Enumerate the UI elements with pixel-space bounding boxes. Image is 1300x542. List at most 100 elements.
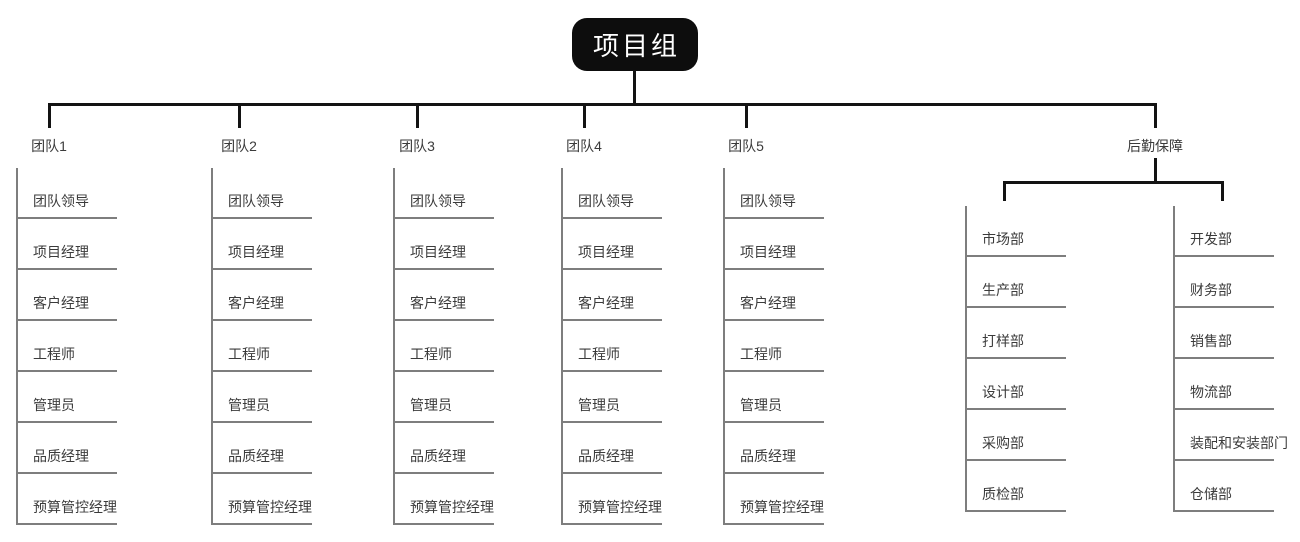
list-item[interactable]: 客户经理: [563, 270, 662, 321]
list-item[interactable]: 装配和安装部门: [1175, 410, 1288, 461]
list-item-label: 仓储部: [1190, 486, 1232, 502]
list-item-label: 品质经理: [228, 448, 284, 464]
list-item[interactable]: 开发部: [1175, 206, 1274, 257]
list-item[interactable]: 预算管控经理: [18, 474, 117, 525]
list-item[interactable]: 设计部: [967, 359, 1066, 410]
list-item-label: 管理员: [228, 397, 270, 413]
list-item-label: 项目经理: [740, 244, 796, 260]
connector-logistics-drop-right: [1221, 181, 1224, 201]
logistics-right-department-list: 开发部财务部销售部物流部装配和安装部门仓储部: [1173, 206, 1288, 512]
list-item[interactable]: 工程师: [725, 321, 824, 372]
team2-member-list: 团队领导项目经理客户经理工程师管理员品质经理预算管控经理: [211, 168, 312, 525]
list-item-label: 工程师: [578, 346, 620, 362]
list-item[interactable]: 品质经理: [213, 423, 312, 474]
list-item[interactable]: 财务部: [1175, 257, 1274, 308]
list-item[interactable]: 生产部: [967, 257, 1066, 308]
list-item-label: 工程师: [410, 346, 452, 362]
list-item[interactable]: 团队领导: [18, 168, 117, 219]
list-item[interactable]: 客户经理: [18, 270, 117, 321]
list-item[interactable]: 团队领导: [213, 168, 312, 219]
list-item-label: 团队领导: [33, 193, 89, 209]
list-item[interactable]: 管理员: [395, 372, 494, 423]
list-item[interactable]: 品质经理: [18, 423, 117, 474]
list-item-label: 质检部: [982, 486, 1024, 502]
list-item-label: 财务部: [1190, 282, 1232, 298]
list-item-label: 团队领导: [228, 193, 284, 209]
list-item[interactable]: 项目经理: [563, 219, 662, 270]
list-item-label: 品质经理: [33, 448, 89, 464]
team4-label[interactable]: 团队4: [566, 138, 602, 154]
list-item-label: 项目经理: [33, 244, 89, 260]
list-item[interactable]: 管理员: [725, 372, 824, 423]
team5-label[interactable]: 团队5: [728, 138, 764, 154]
list-item-label: 团队领导: [578, 193, 634, 209]
list-item-label: 采购部: [982, 435, 1024, 451]
list-item[interactable]: 预算管控经理: [563, 474, 662, 525]
list-item-label: 品质经理: [578, 448, 634, 464]
connector-root-stem: [633, 70, 636, 103]
list-item[interactable]: 团队领导: [563, 168, 662, 219]
list-item[interactable]: 品质经理: [563, 423, 662, 474]
root-node[interactable]: 项目组: [572, 18, 698, 71]
list-item[interactable]: 工程师: [18, 321, 117, 372]
team1-label[interactable]: 团队1: [31, 138, 67, 154]
list-item[interactable]: 项目经理: [725, 219, 824, 270]
list-item-label: 客户经理: [410, 295, 466, 311]
list-item-label: 项目经理: [578, 244, 634, 260]
list-item-label: 客户经理: [33, 295, 89, 311]
list-item-label: 物流部: [1190, 384, 1232, 400]
list-item[interactable]: 销售部: [1175, 308, 1274, 359]
list-item-label: 品质经理: [410, 448, 466, 464]
list-item-label: 开发部: [1190, 231, 1232, 247]
connector-logistics-horizontal: [1003, 181, 1224, 184]
list-item[interactable]: 客户经理: [395, 270, 494, 321]
list-item[interactable]: 打样部: [967, 308, 1066, 359]
team2-label[interactable]: 团队2: [221, 138, 257, 154]
connector-drop-team1: [48, 103, 51, 128]
list-item[interactable]: 采购部: [967, 410, 1066, 461]
connector-logistics-drop-left: [1003, 181, 1006, 201]
list-item-label: 预算管控经理: [33, 499, 117, 515]
list-item-label: 管理员: [740, 397, 782, 413]
list-item-label: 客户经理: [578, 295, 634, 311]
list-item[interactable]: 客户经理: [725, 270, 824, 321]
list-item-label: 项目经理: [228, 244, 284, 260]
list-item[interactable]: 品质经理: [725, 423, 824, 474]
list-item[interactable]: 品质经理: [395, 423, 494, 474]
list-item-label: 装配和安装部门: [1190, 435, 1288, 451]
list-item[interactable]: 客户经理: [213, 270, 312, 321]
list-item[interactable]: 项目经理: [395, 219, 494, 270]
list-item[interactable]: 工程师: [213, 321, 312, 372]
list-item-label: 生产部: [982, 282, 1024, 298]
list-item[interactable]: 管理员: [563, 372, 662, 423]
logistics-label[interactable]: 后勤保障: [1127, 138, 1183, 154]
list-item-label: 设计部: [982, 384, 1024, 400]
list-item[interactable]: 质检部: [967, 461, 1066, 512]
list-item[interactable]: 工程师: [395, 321, 494, 372]
connector-logistics-stem: [1154, 158, 1157, 181]
list-item[interactable]: 物流部: [1175, 359, 1274, 410]
list-item[interactable]: 团队领导: [395, 168, 494, 219]
connector-drop-team2: [238, 103, 241, 128]
team1-member-list: 团队领导项目经理客户经理工程师管理员品质经理预算管控经理: [16, 168, 117, 525]
list-item-label: 管理员: [33, 397, 75, 413]
list-item[interactable]: 预算管控经理: [725, 474, 824, 525]
list-item[interactable]: 预算管控经理: [395, 474, 494, 525]
list-item-label: 市场部: [982, 231, 1024, 247]
list-item[interactable]: 管理员: [213, 372, 312, 423]
list-item[interactable]: 仓储部: [1175, 461, 1274, 512]
list-item-label: 品质经理: [740, 448, 796, 464]
list-item[interactable]: 市场部: [967, 206, 1066, 257]
list-item[interactable]: 项目经理: [213, 219, 312, 270]
list-item-label: 团队领导: [410, 193, 466, 209]
list-item-label: 管理员: [578, 397, 620, 413]
list-item[interactable]: 工程师: [563, 321, 662, 372]
team3-label[interactable]: 团队3: [399, 138, 435, 154]
list-item[interactable]: 项目经理: [18, 219, 117, 270]
list-item-label: 团队领导: [740, 193, 796, 209]
list-item-label: 预算管控经理: [410, 499, 494, 515]
team4-member-list: 团队领导项目经理客户经理工程师管理员品质经理预算管控经理: [561, 168, 662, 525]
list-item[interactable]: 预算管控经理: [213, 474, 312, 525]
list-item[interactable]: 管理员: [18, 372, 117, 423]
list-item[interactable]: 团队领导: [725, 168, 824, 219]
